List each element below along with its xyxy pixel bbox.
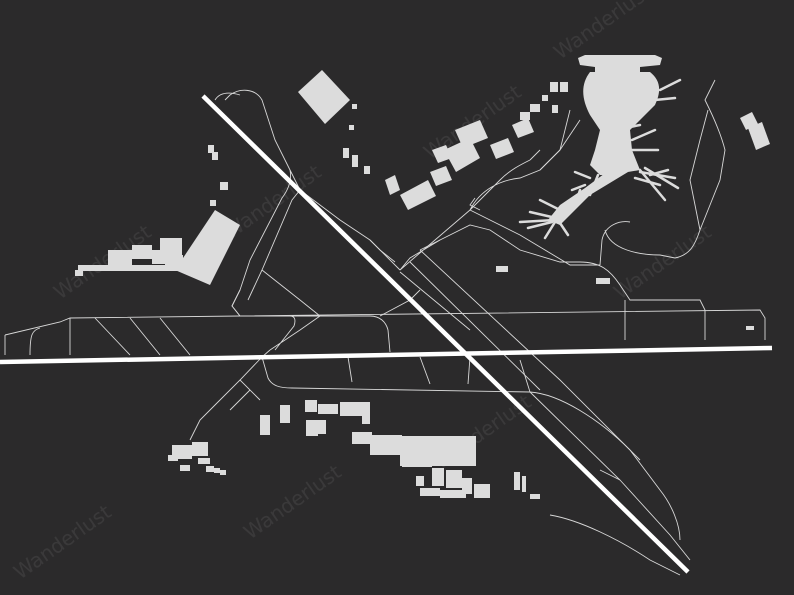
taxiway-parallel-main bbox=[4, 309, 766, 340]
west-terminal-wing bbox=[175, 210, 240, 285]
terminal-roof bbox=[578, 55, 662, 72]
taxiway-nw-parallel bbox=[214, 89, 321, 317]
terminal-hub bbox=[583, 72, 660, 175]
watermark-text-8: Wanderlust bbox=[9, 499, 116, 584]
watermark-text-5: Wanderlust bbox=[239, 459, 346, 544]
runway-diagonal bbox=[201, 94, 690, 574]
taxiway-south-loop bbox=[261, 356, 681, 541]
terminal-piers bbox=[518, 78, 682, 240]
taxiway-east-loop bbox=[579, 79, 726, 340]
hangar-north bbox=[298, 70, 350, 124]
main-terminal bbox=[518, 55, 682, 240]
south-building-cluster bbox=[168, 400, 540, 499]
apron-central bbox=[240, 315, 391, 353]
north-building-cluster bbox=[298, 70, 540, 210]
taxiway-ne-links bbox=[419, 109, 571, 251]
west-building-cluster bbox=[75, 145, 240, 285]
watermark-text-1: Wanderlust bbox=[49, 219, 156, 304]
runway-east-west bbox=[0, 345, 773, 365]
watermark-text-4: Wanderlust bbox=[549, 0, 656, 64]
runways bbox=[0, 94, 773, 574]
terminal-concourse bbox=[548, 168, 628, 225]
taxiways bbox=[4, 79, 766, 576]
taxiway-apron-west bbox=[4, 317, 191, 356]
east-buildings bbox=[496, 112, 770, 330]
taxiway-apron-frame bbox=[231, 239, 421, 317]
taxiway-south-edge bbox=[549, 469, 681, 576]
taxiway-runway-diag bbox=[399, 249, 691, 561]
taxiway-north-connect bbox=[299, 119, 600, 271]
taxiway-southwest bbox=[189, 349, 271, 441]
